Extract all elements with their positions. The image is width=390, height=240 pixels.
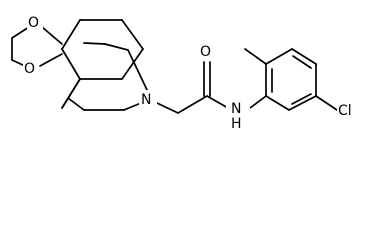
bond-benz-inner-b [292, 55, 312, 69]
bond-o2-spiro [39, 53, 63, 67]
bond-ring-to-n-bottom [123, 102, 142, 111]
structure-canvas: O O N O N H Cl [11, 15, 352, 132]
bond-chloro [315, 95, 338, 111]
atom-label-oxygen-bottom: O [24, 61, 35, 77]
bond-methyl [244, 48, 267, 65]
bond-spiro-c2 [61, 19, 81, 50]
atom-label-oxygen-top: O [28, 15, 39, 31]
atom-label-chlorine: Cl [338, 103, 352, 119]
bond-benz-2-3 [288, 95, 317, 111]
bond-benz-4-5 [291, 48, 317, 65]
bond-p3-p4 [61, 78, 81, 109]
bond-o1-ch2a [11, 26, 30, 39]
bond-benz-inner-a [291, 93, 312, 105]
molecule-structure: O O N O N H Cl [11, 15, 352, 132]
bond-benz-1-2 [265, 95, 290, 111]
bond-spiro-p2 [61, 48, 81, 80]
atom-label-amide-hydrogen: H [231, 116, 242, 132]
bond-c4-c5 [121, 48, 144, 80]
bond-n-ch2 [156, 102, 179, 114]
bond-ring-upper-right [104, 43, 129, 51]
bond-c3-c4 [121, 19, 144, 50]
bond-ring-top [83, 42, 106, 45]
bond-benz-5-6 [265, 48, 293, 65]
bond-nh-aryl [249, 95, 267, 109]
bond-o1-spiro [41, 26, 63, 45]
bond-ch2-carbonyl [177, 95, 208, 114]
bond-ch2b-o2 [11, 59, 26, 67]
atom-label-piperidine-nitrogen: N [141, 92, 151, 108]
atom-label-carbonyl-oxygen: O [200, 44, 211, 60]
bond-ring-lower-left [67, 97, 85, 111]
atom-label-amide-nitrogen: N [231, 101, 241, 117]
bond-ring-to-n-top [127, 49, 149, 93]
bond-carbonyl-nh [206, 95, 229, 109]
